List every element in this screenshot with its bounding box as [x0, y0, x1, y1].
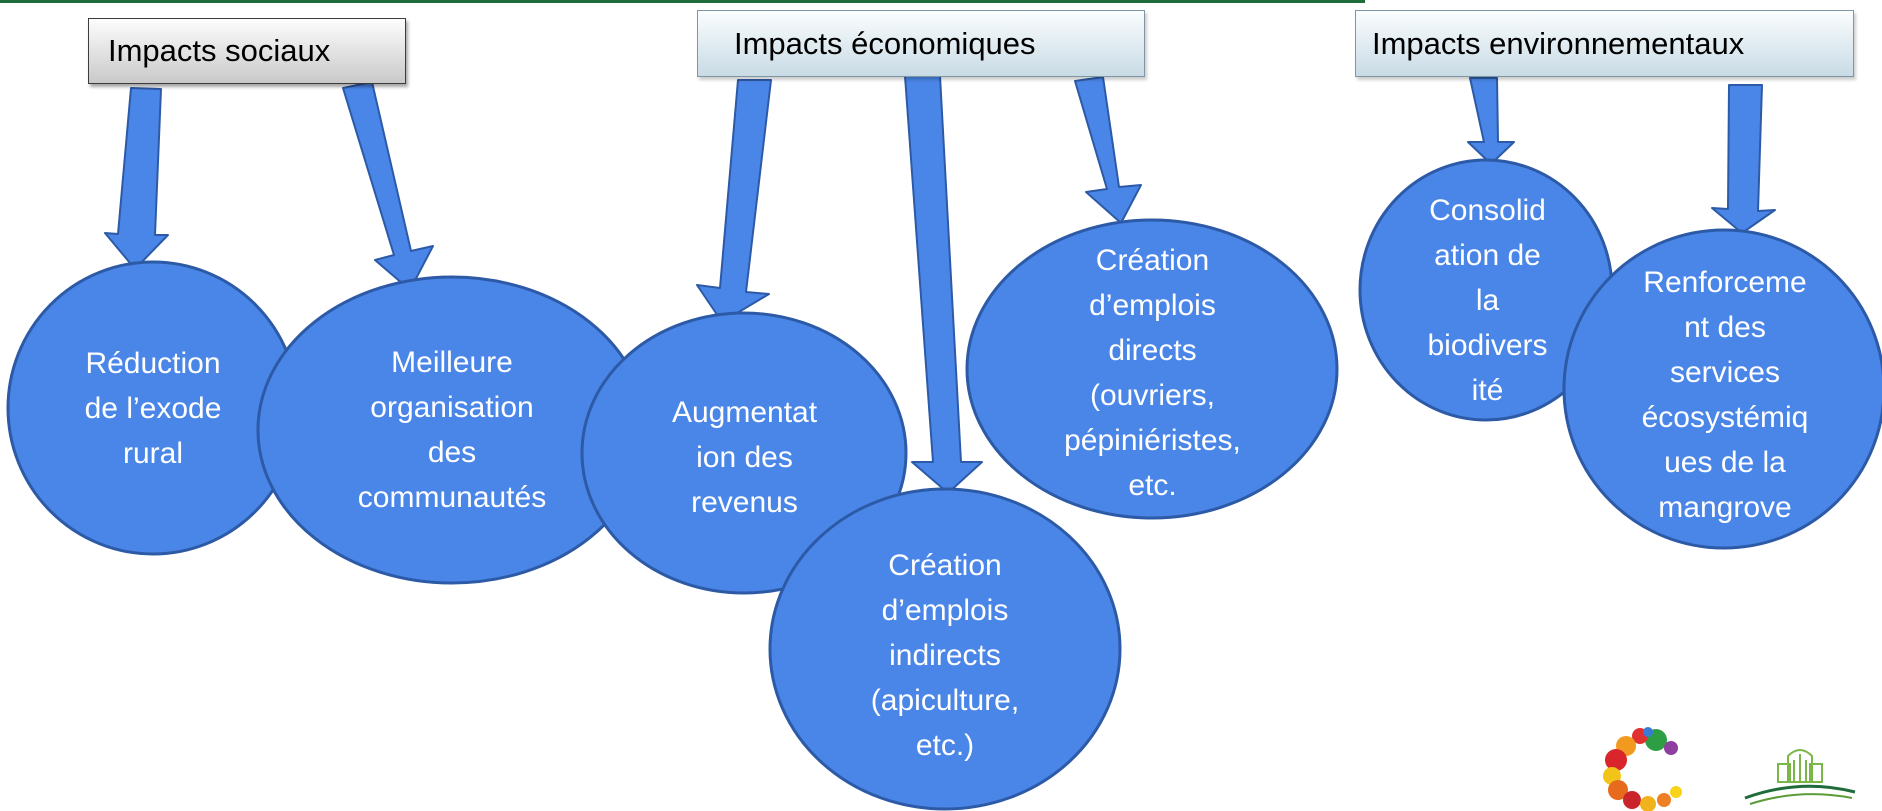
arrow-to-organisation	[342, 81, 434, 291]
circle-services	[1562, 228, 1882, 550]
label-emplois-directs: Création d’emplois directs (ouvriers, pé…	[1064, 244, 1241, 502]
arrow-to-emplois-directs	[1074, 76, 1142, 224]
arrow-to-exode	[104, 87, 169, 270]
label-meilleure-organisation: Meilleure organisation des communautés	[357, 346, 547, 514]
label-emplois-indirects: Création d’emplois indirects (apiculture…	[870, 548, 1020, 762]
arrow-to-biodiversite	[1467, 77, 1515, 165]
circle-revenus	[580, 311, 908, 595]
label-consolidation-biodiversite: Consolid ation de la biodivers ité	[1427, 193, 1548, 407]
arrow-to-revenus	[696, 79, 772, 323]
top-divider-line	[0, 0, 1365, 3]
label-renforcement-services: Renforceme nt des services écosystémiq u…	[1641, 266, 1809, 524]
header-impacts-economiques: Impacts économiques	[697, 10, 1145, 77]
label-reduction-exode: Réduction de l’exode rural	[84, 346, 222, 470]
arrow-to-services	[1711, 84, 1776, 234]
header-impacts-sociaux: Impacts sociaux	[88, 18, 406, 84]
circle-emplois-directs	[965, 218, 1339, 520]
colorful-c-logo	[1603, 727, 1682, 811]
circle-emplois-indirects	[768, 487, 1122, 811]
header-impacts-environnementaux: Impacts environnementaux	[1355, 10, 1854, 77]
label-augmentation-revenus: Augmentat ion des revenus	[671, 395, 818, 519]
arrow-to-emplois-indirects	[904, 75, 983, 494]
green-building-logo	[1744, 749, 1856, 805]
